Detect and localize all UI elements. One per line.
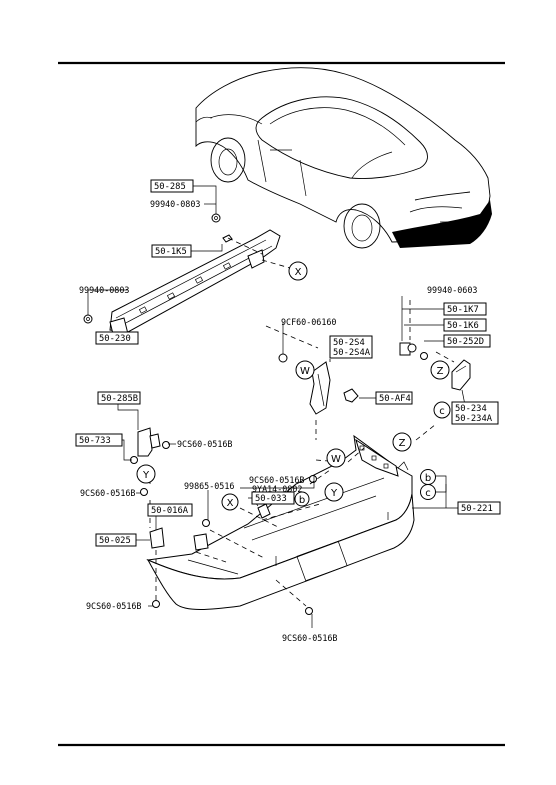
- part-label: 50-033: [255, 494, 287, 504]
- callout-box: [451, 401, 499, 425]
- rear-bumper-cover: [146, 434, 415, 610]
- part-label: 50-221: [461, 504, 493, 514]
- marker-c-right: c: [433, 401, 451, 419]
- callout-box: [251, 491, 295, 505]
- car-rear-bumper: [392, 200, 492, 248]
- marker-c-bumper: c: [420, 484, 436, 500]
- callout-box: [329, 335, 373, 359]
- marker-x-text: X: [295, 267, 302, 278]
- part-label: 9CS60-0516B: [80, 488, 135, 498]
- part-label: 9CS60-0516B: [282, 633, 337, 643]
- part-label: 50-2S4A: [333, 348, 371, 358]
- side-retainer-part: [137, 427, 161, 457]
- part-label: 9CS60-0516B: [86, 601, 141, 611]
- bolt-part: [278, 353, 288, 363]
- car-illustration: [195, 67, 492, 249]
- callout-box: [443, 302, 487, 316]
- marker-z-bumper: Z: [392, 432, 412, 452]
- marker-y-bumper: Y: [324, 482, 344, 502]
- rear-reinforcement-bar: [109, 229, 281, 339]
- grommet-part: [399, 342, 428, 360]
- part-label: 50-234A: [455, 414, 493, 424]
- marker-y-left: Y: [136, 464, 156, 484]
- marker-w-top: W: [295, 360, 315, 380]
- marker-x-top: X: [288, 261, 308, 281]
- marker-w-bumper: W: [326, 448, 346, 468]
- part-label: 99940-0803: [79, 285, 129, 295]
- side-bracket-part: [451, 359, 471, 391]
- callout-box: [150, 179, 194, 193]
- marker-y-text: Y: [142, 470, 150, 481]
- callout-box: [147, 503, 193, 517]
- marker-b-bumper: b: [420, 469, 436, 485]
- part-label: 9YA14-0802: [252, 484, 302, 494]
- part-label: 99865-0516: [184, 481, 234, 491]
- marker-b-text: b: [299, 495, 305, 506]
- part-label: 9CS60-0516B: [249, 475, 304, 485]
- marker-y-text: Y: [330, 488, 338, 499]
- part-label: 50-025: [99, 536, 131, 546]
- marker-c-text: c: [439, 406, 445, 417]
- callout-box: [443, 318, 487, 332]
- part-label: 50-AF4: [379, 394, 411, 404]
- marker-w-text: W: [331, 454, 341, 465]
- callout-box: [75, 433, 123, 447]
- marker-c-text: c: [425, 488, 431, 499]
- part-label: 50-1K7: [447, 305, 479, 315]
- car-rear-wheel: [343, 203, 381, 249]
- part-label: 9CF60-06160: [281, 317, 336, 327]
- callout-box: [375, 391, 413, 405]
- nut-part: [211, 213, 221, 223]
- callout-box: [97, 391, 141, 405]
- clip-part: [257, 503, 271, 519]
- marker-b-text: b: [425, 473, 431, 484]
- marker-x-bumper: X: [221, 493, 239, 511]
- assembly-guide-lines: [149, 237, 455, 607]
- part-label: 50-285: [154, 182, 186, 192]
- retainer-part: [149, 527, 165, 549]
- part-label: 9CS60-0516B: [177, 439, 232, 449]
- part-label: 50-016A: [151, 506, 189, 516]
- clip-part: [343, 388, 359, 403]
- part-label: 50-234: [455, 404, 487, 414]
- part-label: 50-252D: [447, 337, 484, 347]
- part-label: 50-285B: [101, 394, 138, 404]
- marker-z-top: Z: [430, 360, 450, 380]
- bolt-part: [222, 234, 233, 243]
- part-label: 50-733: [79, 436, 111, 446]
- part-label: 99940-0603: [427, 285, 477, 295]
- part-label: 99940-0803: [150, 199, 200, 209]
- callout-box: [95, 331, 139, 345]
- marker-w-text: W: [300, 366, 310, 377]
- callout-box: [443, 334, 491, 348]
- callout-box: [151, 244, 192, 258]
- marker-z-text: Z: [399, 438, 406, 449]
- marker-b-clip: b: [294, 491, 310, 507]
- part-label: 50-230: [99, 334, 131, 344]
- part-label: 50-2S4: [333, 338, 365, 348]
- callout-box: [457, 501, 501, 515]
- nut-part: [83, 314, 93, 324]
- bolt-part: [152, 475, 317, 615]
- marker-z-text: Z: [437, 366, 444, 377]
- bumper-bracket-part: [309, 361, 331, 415]
- car-front-wheel: [210, 137, 246, 183]
- callout-box: [95, 533, 137, 547]
- part-label: 50-1K5: [155, 247, 187, 257]
- retainer-part: [193, 533, 209, 551]
- part-label: 50-1K6: [447, 321, 479, 331]
- marker-x-text: X: [227, 498, 234, 509]
